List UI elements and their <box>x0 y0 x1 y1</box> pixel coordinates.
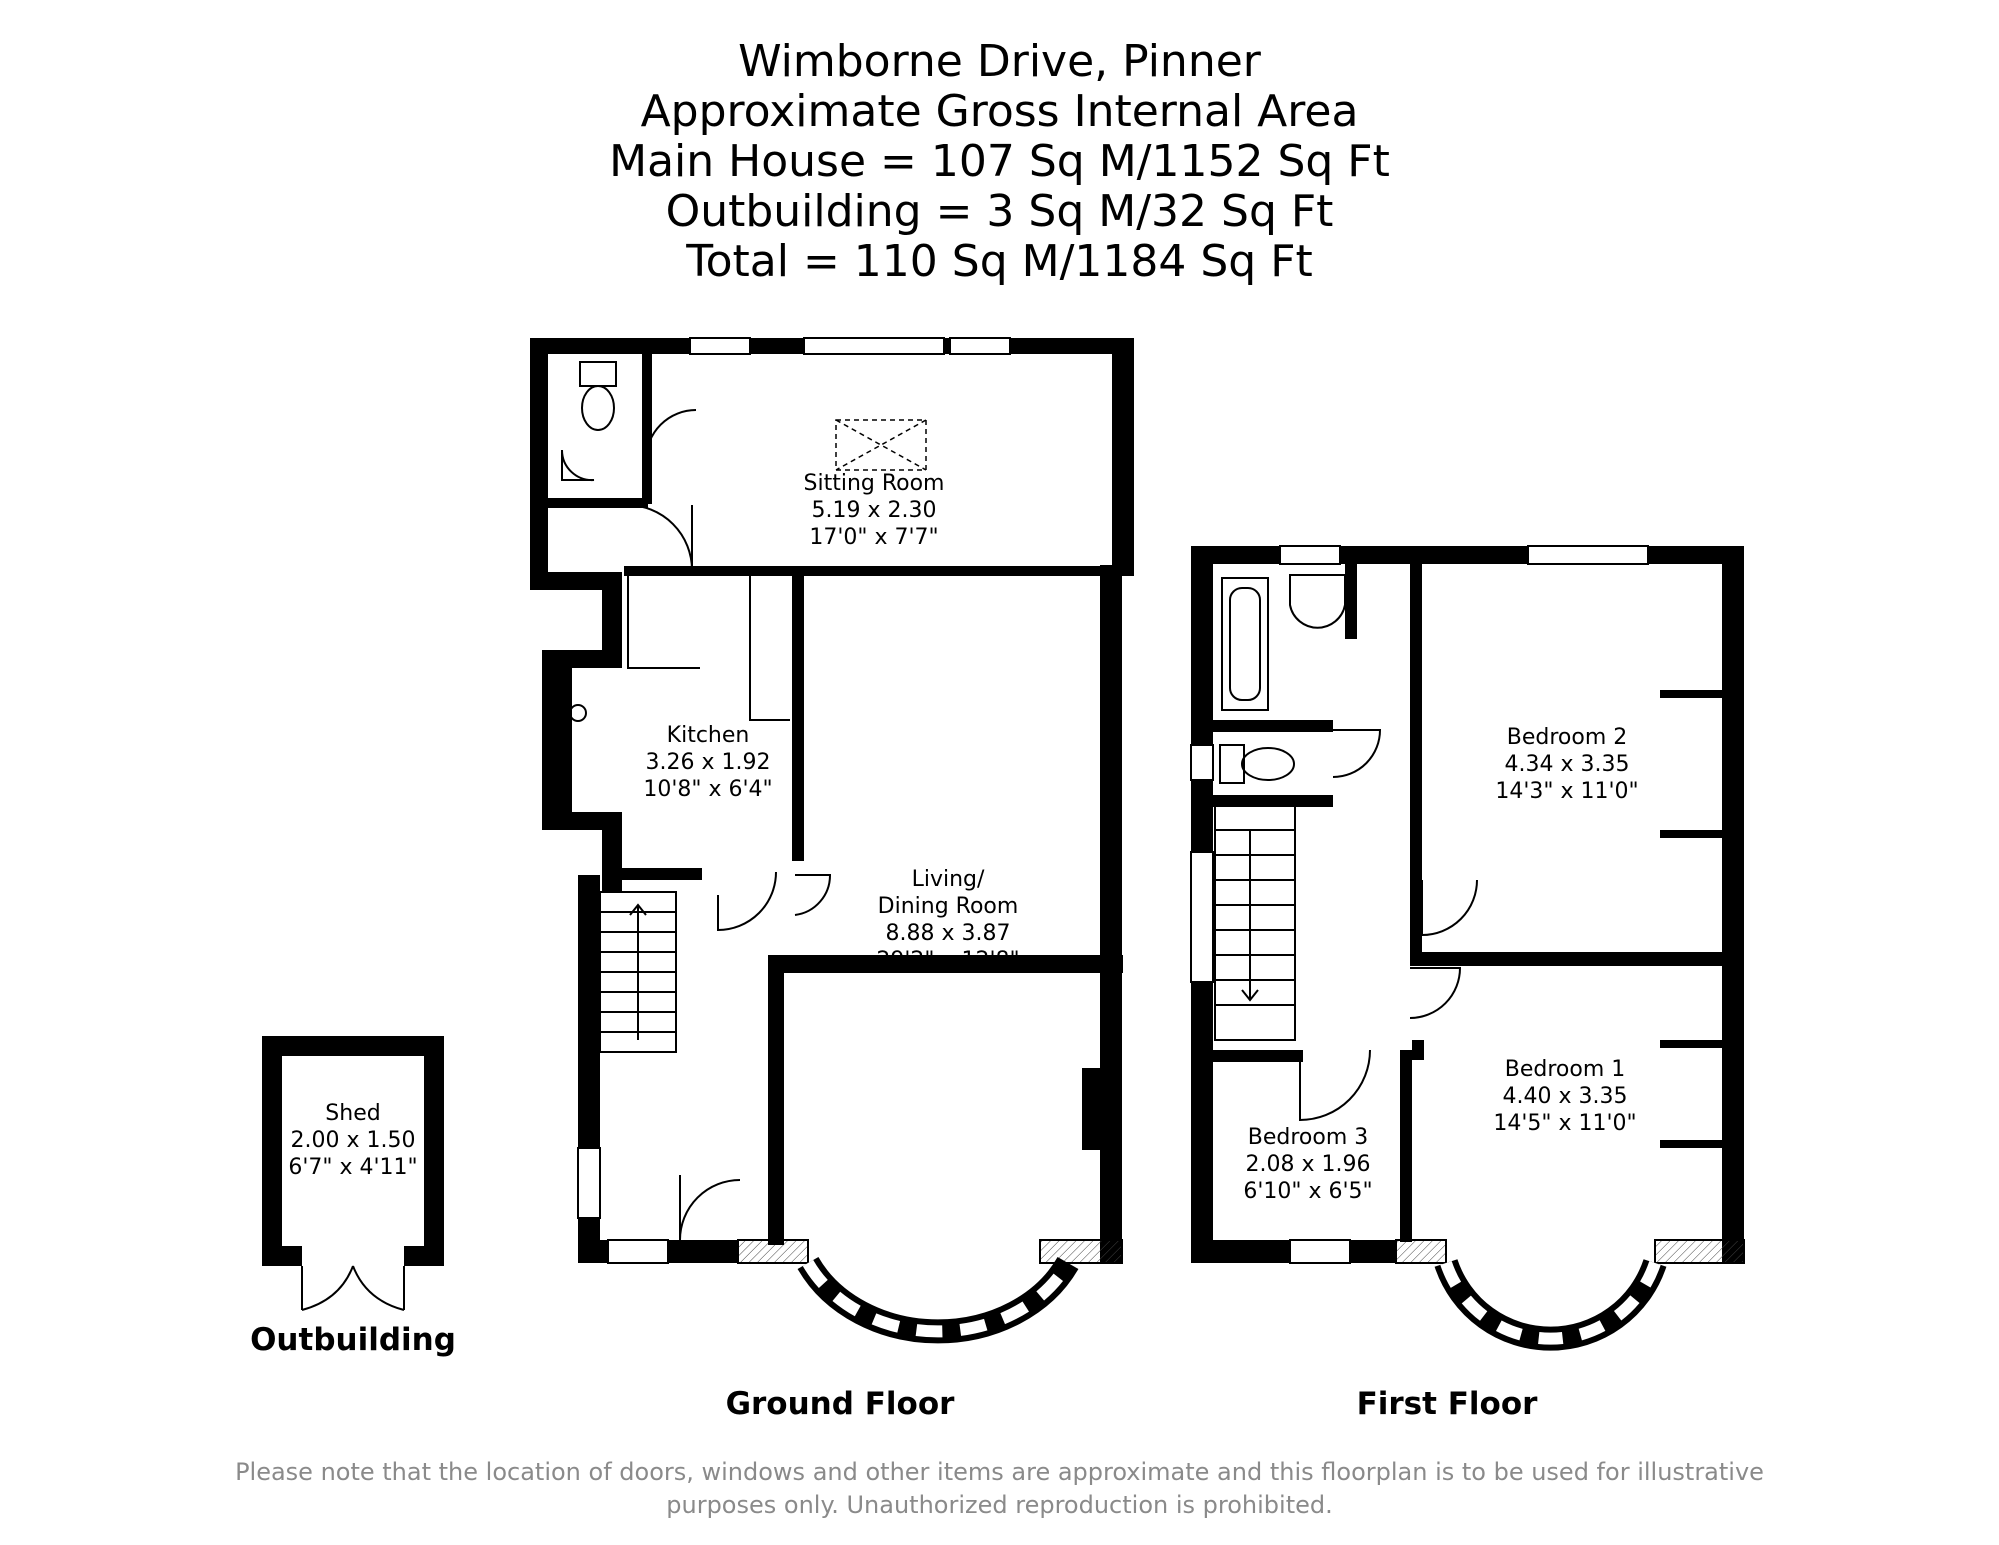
bedroom3-metric: 2.08 x 1.96 <box>1246 1152 1371 1177</box>
gf-wall-living-left <box>768 955 784 1245</box>
living-room-name-1: Living/ <box>912 867 985 892</box>
shed-wall-left <box>262 1036 282 1266</box>
disclaimer-line-1: Please note that the location of doors, … <box>235 1458 1764 1486</box>
gf-chimney-breast <box>1082 1068 1104 1150</box>
ff-wall-bed2-left <box>1410 564 1422 962</box>
shed-wall-bottom-left <box>262 1246 302 1266</box>
ff-wall-bottom-right <box>1654 1239 1745 1264</box>
gf-wall-left-top <box>530 338 548 590</box>
gf-wall-kitchen-right <box>792 576 804 861</box>
living-room-imperial: 29'2" x 12'8" <box>876 948 1019 973</box>
ff-doors <box>1299 729 1478 1122</box>
shed-imperial: 6'7" x 4'11" <box>288 1155 417 1180</box>
gf-wall-step1 <box>530 572 620 590</box>
kitchen-metric: 3.26 x 1.92 <box>646 750 771 775</box>
gf-wall-kitchen-left <box>542 650 572 830</box>
ff-wall-bed3-top <box>1213 1050 1303 1062</box>
gf-stairs <box>599 891 677 1053</box>
ground-floor-label: Ground Floor <box>726 1386 956 1422</box>
gf-skylight <box>835 419 927 471</box>
ff-wall-bed2-bottom <box>1410 952 1722 966</box>
ff-stairs <box>1214 804 1296 1041</box>
gf-wall-living-partition <box>768 955 1123 973</box>
bedroom1-name: Bedroom 1 <box>1505 1057 1626 1082</box>
gf-wall-wc-bottom <box>548 498 648 508</box>
ff-wall-bed3-right <box>1400 1050 1412 1242</box>
bedroom1-imperial: 14'5" x 11'0" <box>1493 1111 1636 1136</box>
title-line-3: Main House = 107 Sq M/1152 Sq Ft <box>609 136 1390 187</box>
living-room-name-2: Dining Room <box>878 894 1019 919</box>
gf-wall-right-lower <box>1100 565 1122 1263</box>
shed-metric: 2.00 x 1.50 <box>291 1128 416 1153</box>
bedroom1-metric: 4.40 x 3.35 <box>1503 1084 1628 1109</box>
disclaimer-line-2: purposes only. Unauthorized reproduction… <box>666 1491 1333 1519</box>
ff-wall-bath-right <box>1345 564 1357 639</box>
bedroom3-imperial: 6'10" x 6'5" <box>1243 1179 1372 1204</box>
ff-wall-wardrobe-b2-1 <box>1660 690 1722 698</box>
shed-wall-right <box>424 1036 444 1266</box>
gf-wall-right-upper <box>1112 338 1134 576</box>
ff-wall-wardrobe-b1-2 <box>1660 1140 1722 1148</box>
sitting-room-metric: 5.19 x 2.30 <box>812 498 937 523</box>
ff-bay-window <box>1434 1259 1667 1351</box>
shed-wall-bottom-right <box>404 1246 444 1266</box>
ff-wall-bottom-mid <box>1395 1239 1447 1264</box>
bedroom2-metric: 4.34 x 3.35 <box>1505 752 1630 777</box>
ff-bathroom-fixtures <box>1219 574 1346 784</box>
ff-wall-wardrobe-b1-1 <box>1660 1040 1722 1048</box>
title-line-5: Total = 110 Sq M/1184 Sq Ft <box>686 236 1313 287</box>
sitting-room-name: Sitting Room <box>804 471 945 496</box>
ground-floor-plan: Ground Floor <box>530 337 1134 1422</box>
living-room-metric: 8.88 x 3.87 <box>886 921 1011 946</box>
gf-wall-step5 <box>602 812 622 892</box>
ff-wall-wardrobe-b2-2 <box>1660 830 1722 838</box>
gf-wc-fixtures <box>560 361 617 482</box>
bedroom3-name: Bedroom 3 <box>1248 1125 1369 1150</box>
ff-wall-right <box>1722 546 1744 1263</box>
ff-wall-bed1-left <box>1412 1040 1424 1060</box>
outbuilding-plan: Outbuilding <box>250 1036 456 1358</box>
gf-wall-kitchen-bottom <box>622 868 702 880</box>
bedroom2-name: Bedroom 2 <box>1507 725 1628 750</box>
kitchen-imperial: 10'8" x 6'4" <box>643 777 772 802</box>
shed-wall-top <box>262 1036 444 1056</box>
gf-wall-bottom-right <box>1039 1239 1123 1264</box>
title-line-4: Outbuilding = 3 Sq M/32 Sq Ft <box>665 186 1334 237</box>
gf-doors <box>626 409 832 1241</box>
title-line-2: Approximate Gross Internal Area <box>640 86 1359 137</box>
gf-kitchen-counter <box>569 576 790 722</box>
gf-windows <box>577 337 1011 1264</box>
gf-wall-step2 <box>602 572 622 652</box>
shed-double-door <box>301 1265 405 1311</box>
bedroom2-imperial: 14'3" x 11'0" <box>1495 779 1638 804</box>
first-floor-plan: First Floor <box>1190 545 1745 1422</box>
room-labels: Sitting Room 5.19 x 2.30 17'0" x 7'7" Ki… <box>288 471 1638 1204</box>
gf-bay-window <box>797 1256 1079 1344</box>
sitting-room-imperial: 17'0" x 7'7" <box>809 525 938 550</box>
gf-wall-sitting-bottom <box>624 566 1124 576</box>
ff-wall-top <box>1191 546 1743 564</box>
kitchen-name: Kitchen <box>667 723 750 748</box>
shed-name: Shed <box>325 1101 380 1126</box>
ff-windows <box>1190 545 1649 1264</box>
ff-wall-bath-bottom <box>1213 720 1333 732</box>
outbuilding-label: Outbuilding <box>250 1322 456 1358</box>
title-line-1: Wimborne Drive, Pinner <box>738 36 1261 87</box>
first-floor-label: First Floor <box>1357 1386 1539 1422</box>
